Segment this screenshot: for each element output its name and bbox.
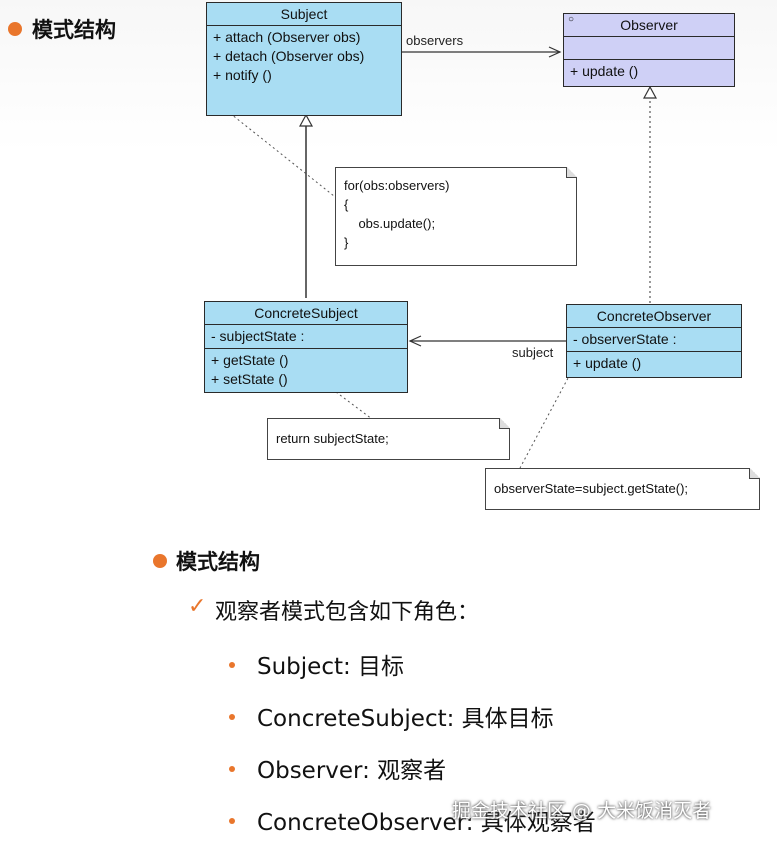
- page-title: 模式结构: [32, 18, 116, 42]
- notify-note-anchor: [225, 109, 335, 197]
- concrete-observer-op-update: + update (): [573, 355, 642, 371]
- role-item-concrete-observer: ConcreteObserver: 具体观察者: [257, 810, 596, 836]
- concrete-subject-attributes: - subjectState :: [205, 325, 407, 349]
- concrete-observer-attributes: - observerState :: [567, 328, 741, 352]
- subject-operations: + attach (Observer obs) + detach (Observ…: [207, 26, 401, 87]
- note-fold-icon: [566, 167, 577, 178]
- notify-note-line: {: [344, 197, 349, 212]
- observer-interface: ○ Observer + update (): [563, 13, 735, 87]
- concrete-subject-op-getstate: + getState (): [211, 352, 289, 368]
- note-fold-icon: [749, 468, 760, 479]
- watermark: 掘金技术社区 @ 大米饭消灭者: [452, 800, 712, 822]
- update-note-line: observerState=subject.getState();: [494, 481, 689, 496]
- header-bullet-icon: [8, 22, 22, 36]
- notify-note-line: for(obs:observers): [344, 178, 450, 193]
- observer-header: ○ Observer: [564, 14, 734, 37]
- observer-interface-name: Observer: [620, 17, 678, 33]
- subject-op-detach: + detach (Observer obs): [213, 48, 365, 64]
- observer-realization-triangle: [642, 85, 658, 99]
- section-bullet-icon: [153, 554, 167, 568]
- concrete-observer-attr-state: - observerState :: [573, 331, 677, 347]
- observers-label: observers: [406, 33, 464, 48]
- check-icon: ✓: [188, 594, 207, 619]
- update-note: observerState=subject.getState();: [485, 468, 760, 510]
- subject-op-notify: + notify (): [213, 67, 272, 83]
- subject-arrowhead: [408, 335, 422, 347]
- role-bullet-icon: [229, 714, 235, 720]
- subject-class: Subject + attach (Observer obs) + detach…: [206, 2, 402, 116]
- observer-op-update: + update (): [570, 63, 639, 79]
- section-title: 模式结构: [176, 550, 260, 574]
- concrete-subject-class: ConcreteSubject - subjectState : + getSt…: [204, 301, 408, 393]
- concrete-subject-class-name: ConcreteSubject: [205, 302, 407, 325]
- subject-op-attach: + attach (Observer obs): [213, 29, 361, 45]
- concrete-subject-operations: + getState () + setState (): [205, 349, 407, 391]
- subject-generalization-triangle: [298, 113, 314, 127]
- section-intro: 观察者模式包含如下角色：: [215, 600, 480, 625]
- notify-note: for(obs:observers) { obs.update(); }: [335, 167, 577, 266]
- interface-icon: ○: [568, 14, 575, 25]
- note-fold-icon: [499, 418, 510, 429]
- notify-note-line: obs.update();: [344, 216, 436, 231]
- concrete-observer-operations: + update (): [567, 352, 741, 375]
- role-item-subject: Subject: 目标: [257, 654, 405, 680]
- getstate-note-line: return subjectState;: [276, 431, 389, 446]
- role-bullet-icon: [229, 818, 235, 824]
- observer-attributes: [564, 37, 734, 60]
- getstate-note: return subjectState;: [267, 418, 510, 460]
- observers-arrowhead: [548, 46, 562, 58]
- concrete-subject-op-setstate: + setState (): [211, 371, 288, 387]
- role-bullet-icon: [229, 662, 235, 668]
- role-item-observer: Observer: 观察者: [257, 758, 447, 784]
- role-bullet-icon: [229, 766, 235, 772]
- concrete-subject-attr-state: - subjectState :: [211, 328, 305, 344]
- concrete-observer-class: ConcreteObserver - observerState : + upd…: [566, 304, 742, 378]
- concrete-observer-class-name: ConcreteObserver: [567, 305, 741, 328]
- subject-label: subject: [512, 345, 554, 360]
- subject-class-name: Subject: [207, 3, 401, 26]
- role-item-concrete-subject: ConcreteSubject: 具体目标: [257, 706, 554, 732]
- notify-note-line: }: [344, 235, 349, 250]
- observer-operations: + update (): [564, 60, 734, 83]
- update-note-anchor: [519, 364, 576, 469]
